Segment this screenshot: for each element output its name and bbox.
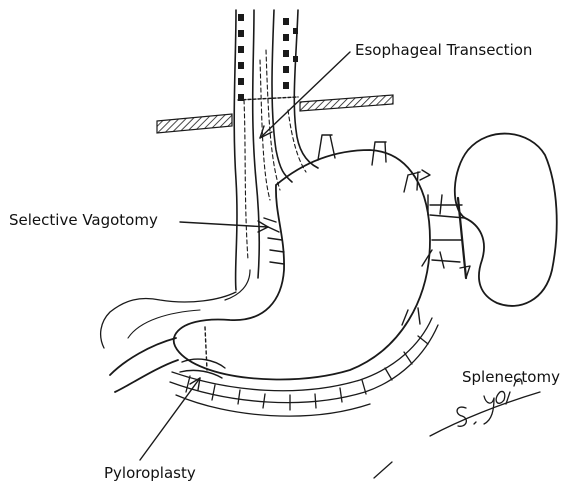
pyloroplasty-label: Pyloroplasty [104, 466, 196, 481]
artist-signature [374, 379, 540, 478]
selective-vagotomy-arrow [180, 222, 268, 227]
leader-arrows [140, 52, 350, 460]
spleen [455, 134, 557, 306]
esophagus [234, 10, 318, 290]
esophageal-staples [238, 14, 298, 101]
pylorus [180, 359, 225, 378]
gastroepiploic-vessels [170, 318, 438, 416]
splenic-hilum-vessels [420, 170, 470, 278]
esophageal-transection-label: Esophageal Transection [355, 43, 532, 58]
splenectomy-label: Splenectomy [462, 370, 560, 385]
pyloroplasty-arrow [140, 378, 200, 460]
stomach [101, 150, 430, 392]
diaphragm [157, 95, 393, 133]
esophageal-transection-arrow [260, 52, 350, 138]
selective-vagotomy-label: Selective Vagotomy [9, 213, 158, 228]
short-gastric-ties [264, 135, 444, 325]
